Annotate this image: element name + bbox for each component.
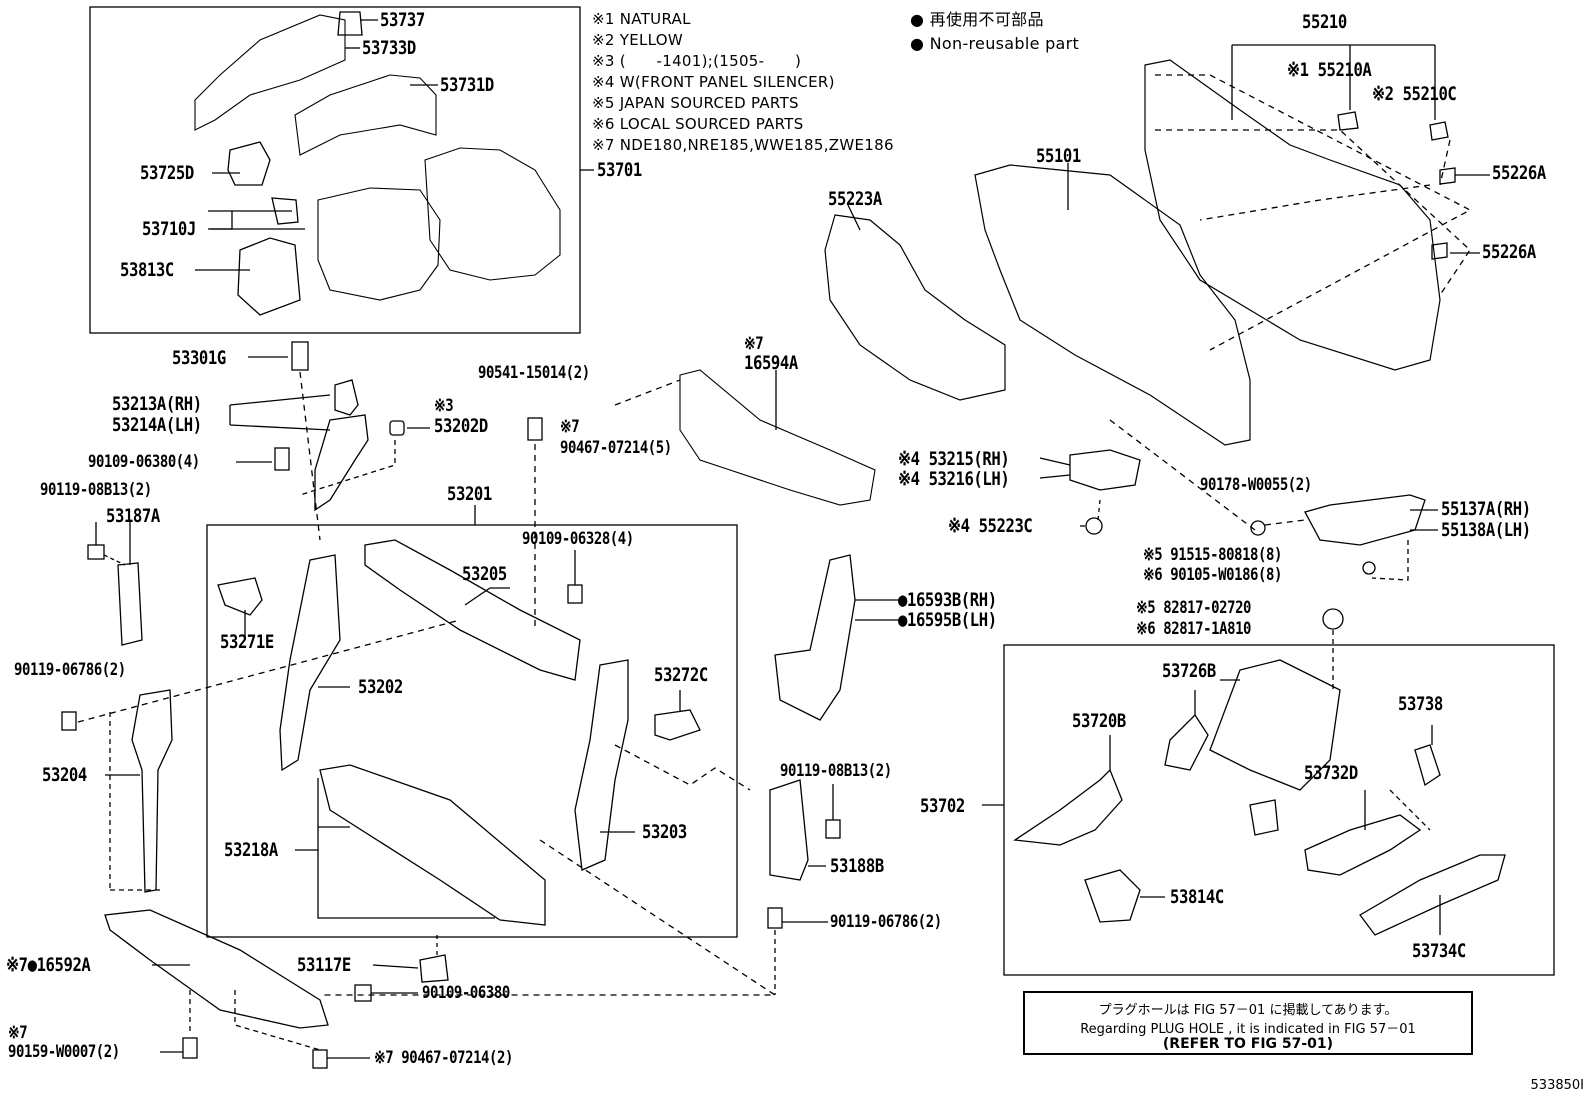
part-label-90109-06328[interactable]: 90109-06328(4) xyxy=(522,529,634,549)
legend-note-models: ※7 NDE180,NRE185,WWE185,ZWE186 xyxy=(592,136,894,154)
reference-text-jp: プラグホールは FIG 57－01 に掲載してあります。 xyxy=(1098,1003,1398,1018)
part-label-53202D[interactable]: 53202D xyxy=(434,415,488,437)
part-label-90119-08B13-left[interactable]: 90119-08B13(2) xyxy=(40,480,152,500)
part-label-53203[interactable]: 53203 xyxy=(642,821,687,843)
part-label-16595B-LH[interactable]: ●16595B(LH) xyxy=(898,609,997,631)
part-label-90119-08B13-right[interactable]: 90119-08B13(2) xyxy=(780,761,892,781)
part-label-53202[interactable]: 53202 xyxy=(358,676,403,698)
part-label-53216-LH[interactable]: ※4 53216(LH) xyxy=(898,468,1010,490)
part-label-55210C[interactable]: ※2 55210C xyxy=(1372,83,1457,105)
diagram-id: 533850I xyxy=(1530,1078,1584,1093)
part-label-53272C[interactable]: 53272C xyxy=(654,664,708,686)
part-label-90178-W0055[interactable]: 90178-W0055(2) xyxy=(1200,475,1312,495)
legend-note-natural: ※1 NATURAL xyxy=(592,10,691,28)
part-label-90109-06380-4[interactable]: 90109-06380(4) xyxy=(88,452,200,472)
part-label-16593B-RH[interactable]: ●16593B(RH) xyxy=(898,589,997,611)
part-label-16594A[interactable]: 16594A xyxy=(744,352,798,374)
part-label-90541-15014[interactable]: 90541-15014(2) xyxy=(478,363,590,383)
legend-nonreusable-en: ● Non-reusable part xyxy=(910,34,1080,53)
part-label-90119-06786-left[interactable]: 90119-06786(2) xyxy=(14,660,126,680)
part-label-55137A-RH[interactable]: 55137A(RH) xyxy=(1441,498,1531,520)
part-label-53731D[interactable]: 53731D xyxy=(440,74,494,96)
part-label-53204[interactable]: 53204 xyxy=(42,764,87,786)
part-label-82817-02720[interactable]: ※5 82817-02720 xyxy=(1136,598,1252,618)
part-label-16592A[interactable]: ※7●16592A xyxy=(6,954,91,976)
part-label-53213A-RH[interactable]: 53213A(RH) xyxy=(112,393,202,415)
part-label-53710J[interactable]: 53710J xyxy=(142,218,196,240)
part-note-53202D: ※3 xyxy=(434,396,454,416)
part-label-90105-W0186[interactable]: ※6 90105-W0186(8) xyxy=(1143,565,1283,585)
part-label-55210A[interactable]: ※1 55210A xyxy=(1287,59,1372,81)
part-label-53187A[interactable]: 53187A xyxy=(106,505,160,527)
part-label-53117E[interactable]: 53117E xyxy=(297,954,351,976)
reference-fig-link[interactable]: (REFER TO FIG 57-01) xyxy=(1162,1036,1334,1052)
part-label-53725D[interactable]: 53725D xyxy=(140,162,194,184)
part-label-53726B[interactable]: 53726B xyxy=(1162,660,1216,682)
part-label-53737[interactable]: 53737 xyxy=(380,9,425,31)
part-label-55101[interactable]: 55101 xyxy=(1036,145,1081,167)
part-label-53814C[interactable]: 53814C xyxy=(1170,886,1224,908)
part-note-16594A: ※7 xyxy=(744,334,764,354)
legend-note-yellow: ※2 YELLOW xyxy=(592,31,684,49)
part-label-53732D[interactable]: 53732D xyxy=(1304,762,1358,784)
legend-note-date-range: ※3 ( -1401);(1505- ) xyxy=(592,52,802,70)
part-label-53738[interactable]: 53738 xyxy=(1398,693,1443,715)
part-label-55226A-upper[interactable]: 55226A xyxy=(1492,162,1546,184)
part-label-90467-07214-2[interactable]: ※7 90467-07214(2) xyxy=(374,1048,514,1068)
legend-nonreusable-jp: ● 再使用不可部品 xyxy=(910,10,1044,29)
part-note-90467-07214-5: ※7 xyxy=(560,417,580,437)
reference-box: プラグホールは FIG 57－01 に掲載してあります。 Regarding P… xyxy=(1023,991,1473,1055)
part-label-53701[interactable]: 53701 xyxy=(597,159,642,181)
part-label-53702[interactable]: 53702 xyxy=(920,795,965,817)
part-label-55223C[interactable]: ※4 55223C xyxy=(948,515,1033,537)
part-label-53218A[interactable]: 53218A xyxy=(224,839,278,861)
group-box-53702 xyxy=(1003,644,1555,976)
reference-text-en: Regarding PLUG HOLE , it is indicated in… xyxy=(1080,1022,1416,1037)
part-note-90159: ※7 xyxy=(8,1023,28,1043)
part-label-53733D[interactable]: 53733D xyxy=(362,37,416,59)
part-label-90467-07214-5[interactable]: 90467-07214(5) xyxy=(560,438,672,458)
part-label-53734C[interactable]: 53734C xyxy=(1412,940,1466,962)
part-label-53301G[interactable]: 53301G xyxy=(172,347,226,369)
part-label-53188B[interactable]: 53188B xyxy=(830,855,884,877)
part-label-53271E[interactable]: 53271E xyxy=(220,631,274,653)
part-label-53214A-LH[interactable]: 53214A(LH) xyxy=(112,414,202,436)
group-box-53201 xyxy=(206,524,738,938)
part-label-90119-06786-bottom[interactable]: 90119-06786(2) xyxy=(830,912,942,932)
part-label-53720B[interactable]: 53720B xyxy=(1072,710,1126,732)
part-label-91515-80818[interactable]: ※5 91515-80818(8) xyxy=(1143,545,1283,565)
legend-note-japan-sourced: ※5 JAPAN SOURCED PARTS xyxy=(592,94,799,112)
part-label-55210[interactable]: 55210 xyxy=(1302,11,1347,33)
legend-note-front-panel-silencer: ※4 W(FRONT PANEL SILENCER) xyxy=(592,73,835,91)
part-label-90159-W0007[interactable]: 90159-W0007(2) xyxy=(8,1042,120,1062)
part-label-53201[interactable]: 53201 xyxy=(447,483,492,505)
part-label-53813C[interactable]: 53813C xyxy=(120,259,174,281)
part-label-55226A-lower[interactable]: 55226A xyxy=(1482,241,1536,263)
part-label-55223A[interactable]: 55223A xyxy=(828,188,882,210)
part-label-55138A-LH[interactable]: 55138A(LH) xyxy=(1441,519,1531,541)
part-label-53205[interactable]: 53205 xyxy=(462,563,507,585)
part-label-82817-1A810[interactable]: ※6 82817-1A810 xyxy=(1136,619,1252,639)
legend-note-local-sourced: ※6 LOCAL SOURCED PARTS xyxy=(592,115,804,133)
part-label-90109-06380[interactable]: 90109-06380 xyxy=(422,983,510,1003)
part-label-53215-RH[interactable]: ※4 53215(RH) xyxy=(898,448,1010,470)
